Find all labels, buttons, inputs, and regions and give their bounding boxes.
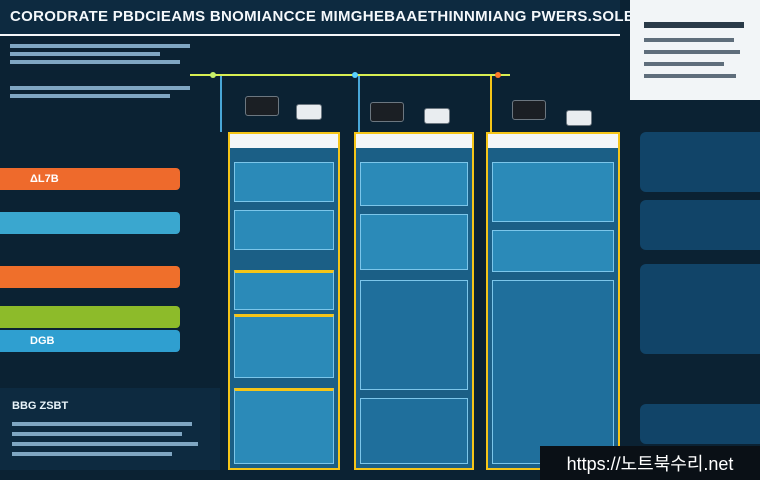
info-card <box>234 162 334 202</box>
right-card-3 <box>640 264 760 354</box>
left-bar-4 <box>0 306 180 328</box>
connector-wire <box>358 76 360 132</box>
printer-icon <box>566 110 592 126</box>
info-card <box>360 162 468 206</box>
node-dot <box>495 72 501 78</box>
server-device-icon <box>512 100 546 120</box>
left-footer: BBG ZSBT <box>0 388 220 470</box>
left-footer-heading: BBG ZSBT <box>12 400 69 412</box>
page-title: CORODRATE PBDCIEAMS BNOMIANCCE MIMGHEBAA… <box>10 8 664 25</box>
watermark-label: https://노트북수리.net <box>540 446 760 480</box>
left-bar-2 <box>0 212 180 234</box>
info-card <box>360 398 468 464</box>
info-card <box>234 270 334 310</box>
info-card <box>360 280 468 390</box>
info-card <box>234 388 334 464</box>
info-card <box>234 314 334 378</box>
info-card <box>492 162 614 222</box>
printer-icon <box>424 108 450 124</box>
info-card <box>234 210 334 250</box>
node-dot <box>210 72 216 78</box>
connector-wire <box>220 76 222 132</box>
connector-wire <box>190 74 510 76</box>
right-card-4 <box>640 404 760 444</box>
left-bar-5: DGB <box>0 330 180 352</box>
right-card-2 <box>640 200 760 250</box>
column-3 <box>486 132 620 470</box>
right-card-1 <box>640 132 760 192</box>
info-card <box>360 214 468 270</box>
intro-text <box>10 44 210 74</box>
node-dot <box>352 72 358 78</box>
connector-wire <box>490 76 492 132</box>
intro-text-2 <box>10 86 200 106</box>
left-bar-1: ΔL7B <box>0 168 180 190</box>
top-banner <box>0 0 620 36</box>
column-1 <box>228 132 340 470</box>
server-device-icon <box>245 96 279 116</box>
column-2 <box>354 132 474 470</box>
column-header <box>356 134 472 148</box>
left-bar-3 <box>0 266 180 288</box>
printer-icon <box>296 104 322 120</box>
column-header <box>488 134 618 148</box>
server-device-icon <box>370 102 404 122</box>
column-header <box>230 134 338 148</box>
info-card <box>492 280 614 464</box>
info-panel <box>630 0 760 100</box>
info-card <box>492 230 614 272</box>
